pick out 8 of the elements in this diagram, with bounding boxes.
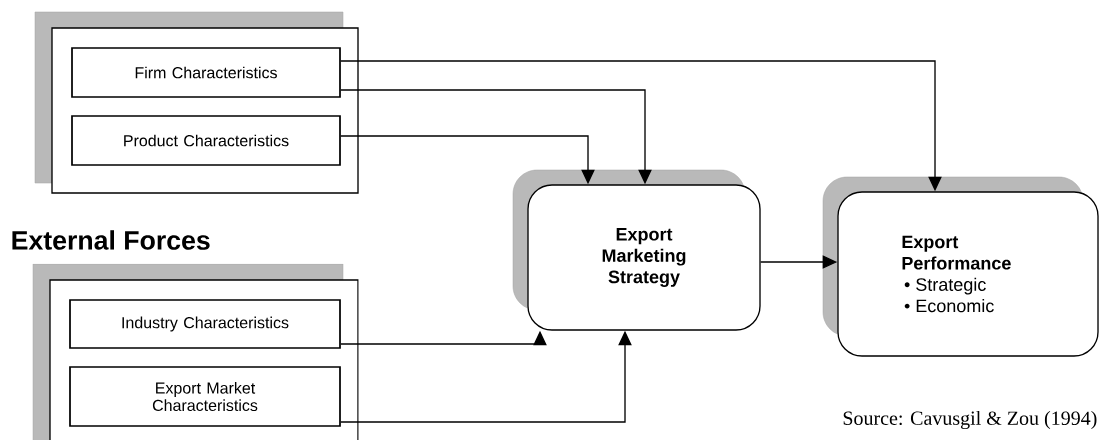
group-heading: External Forces <box>12 230 210 250</box>
characteristics-box: Product Characteristics <box>71 115 341 166</box>
rounded-box: Export Marketing Strategy <box>527 184 761 331</box>
source-note: Source: Cavusgil & Zou (1994) <box>843 410 1097 430</box>
characteristics-box: Export Market Characteristics <box>69 366 341 427</box>
rounded-box: Export Performance • Strategic • Economic <box>837 191 1099 357</box>
characteristics-box: Firm Characteristics <box>71 47 341 98</box>
characteristics-box: Industry Characteristics <box>69 299 341 349</box>
